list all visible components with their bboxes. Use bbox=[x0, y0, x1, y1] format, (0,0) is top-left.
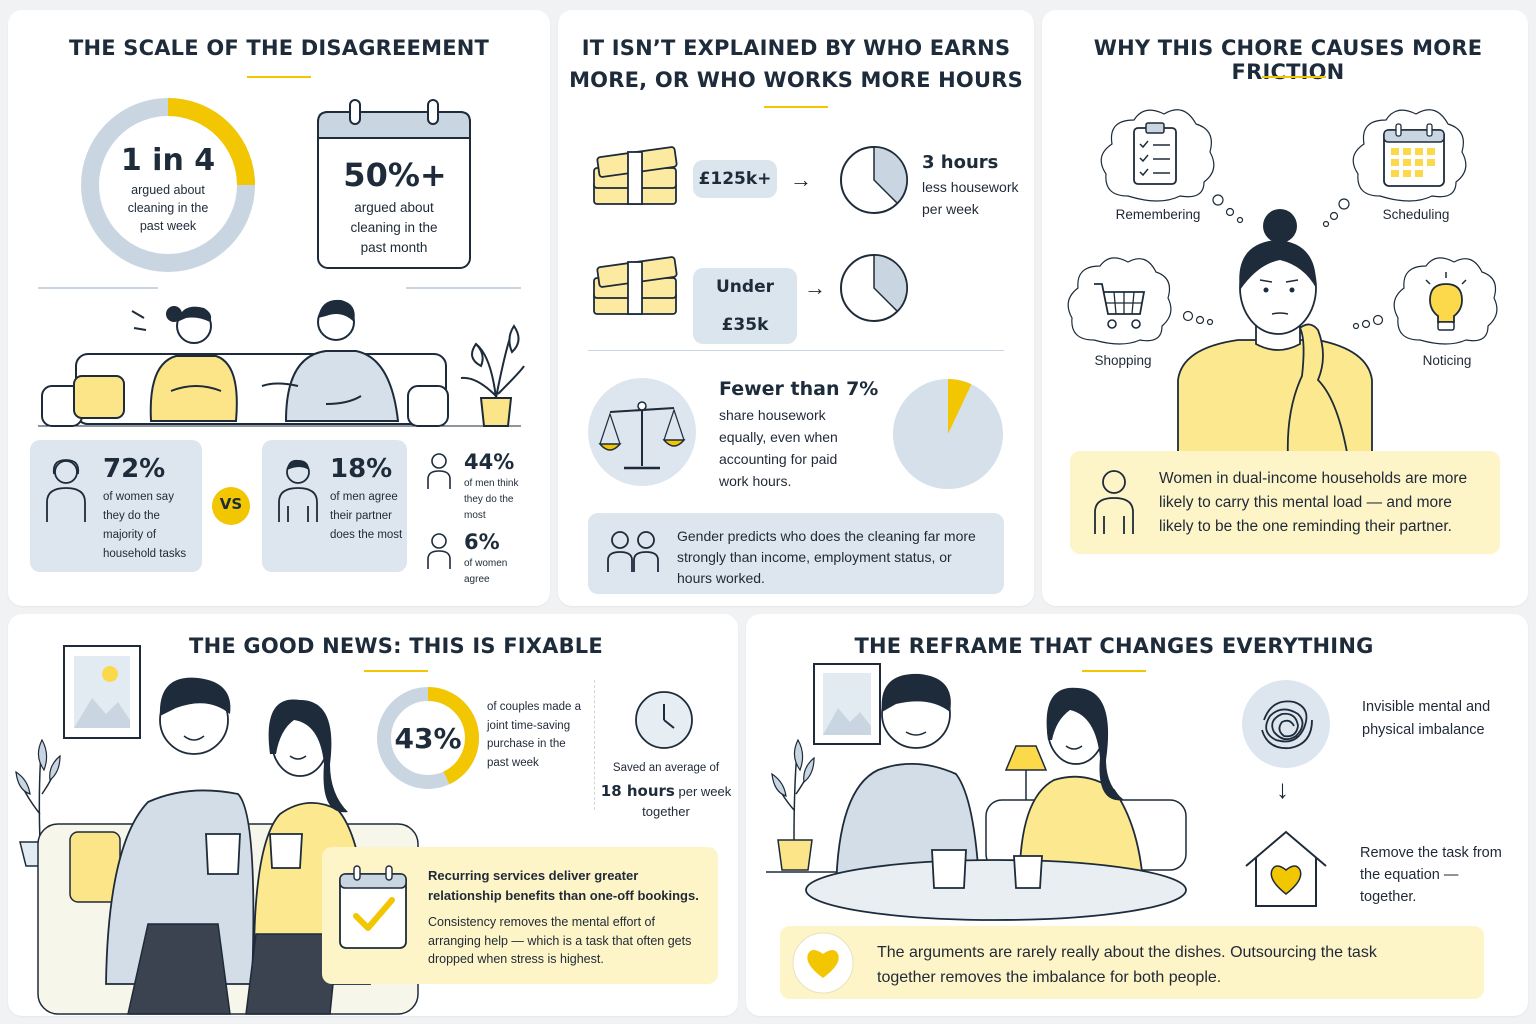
pie-slice-equal bbox=[948, 379, 972, 434]
man-icon bbox=[278, 459, 318, 522]
high-income-pill: £125k+ bbox=[693, 160, 777, 198]
mental-load-note: Women in dual-income households are more… bbox=[1159, 470, 1468, 535]
ring-fill bbox=[81, 98, 255, 272]
goodnews-panel: THE GOOD NEWS: THIS IS FIXABLE 43% of co… bbox=[8, 614, 738, 1016]
title-underline bbox=[364, 670, 428, 672]
house-heart-icon bbox=[1245, 830, 1327, 907]
saved-hours: 18 hours bbox=[600, 782, 675, 800]
ring-fill bbox=[377, 687, 479, 789]
clock-icon bbox=[635, 691, 693, 749]
calendar-icon bbox=[317, 99, 471, 269]
arrow-down-icon: ↓ bbox=[1276, 774, 1289, 804]
label-shopping: Shopping bbox=[1094, 353, 1152, 368]
saved-together: together bbox=[642, 804, 690, 819]
scale-panel: THE SCALE OF THE DISAGREEMENT 1 in 4 arg… bbox=[8, 10, 550, 606]
divider bbox=[588, 350, 1004, 351]
one-in-four-ring bbox=[81, 98, 255, 272]
recurring-card-title: Recurring services deliver greater relat… bbox=[428, 868, 699, 903]
label-remembering: Remembering bbox=[1115, 207, 1201, 222]
saved-suffix: per week bbox=[678, 784, 732, 799]
joint-purchase-pct: 43% bbox=[394, 722, 462, 755]
women-pct: 72% bbox=[103, 454, 166, 484]
calendar-desc: argued about cleaning in the past month bbox=[350, 200, 438, 255]
joint-purchase-ring bbox=[377, 687, 479, 789]
income-panel: IT ISN’T EXPLAINED BY WHO EARNS MORE, OR… bbox=[558, 10, 1034, 606]
thought-cloud-shopping bbox=[1067, 257, 1172, 345]
gender-note-card bbox=[588, 513, 1004, 594]
reframe-note: The arguments are rarely really about th… bbox=[877, 944, 1377, 986]
mental-load-note-card bbox=[1070, 451, 1500, 554]
men-pct: 18% bbox=[330, 454, 393, 484]
saved-prefix: Saved an average of bbox=[612, 762, 720, 774]
arguing-couple-illustration bbox=[38, 287, 525, 427]
arrow-right-icon: → bbox=[790, 167, 812, 192]
scales-icon bbox=[588, 378, 696, 486]
remove-task-text: Remove the task from the equation — toge… bbox=[1360, 845, 1502, 905]
men-stat-card bbox=[262, 440, 407, 572]
ring-desc: argued about cleaning in the past week bbox=[127, 183, 209, 233]
tangled-scribble-icon bbox=[1242, 680, 1330, 768]
calendar-icon bbox=[1383, 123, 1445, 187]
title-underline bbox=[1082, 670, 1146, 672]
title-underline bbox=[247, 76, 311, 78]
money-stack-icon bbox=[593, 146, 678, 205]
men-desc: of men agree their partner does the most bbox=[330, 491, 403, 541]
gender-note: Gender predicts who does the cleaning fa… bbox=[677, 528, 976, 586]
men-think-pct: 44% bbox=[464, 450, 515, 474]
title-underline bbox=[1262, 76, 1326, 78]
goodnews-title: THE GOOD NEWS: THIS IS FIXABLE bbox=[189, 634, 603, 658]
ring-value: 1 in 4 bbox=[120, 143, 216, 178]
friction-panel: WHY THIS CHORE CAUSES MORE FRICTION Reme… bbox=[1042, 10, 1528, 606]
clipboard-icon bbox=[1133, 122, 1177, 185]
calendar-value: 50%+ bbox=[343, 156, 447, 194]
saved-line: 18 hours per week bbox=[600, 782, 732, 800]
income-title-line2: MORE, OR WHO WORKS MORE HOURS bbox=[569, 68, 1023, 92]
clock-pie-low bbox=[840, 254, 908, 322]
divider bbox=[594, 680, 595, 810]
calendar-check-icon bbox=[339, 865, 407, 949]
friction-title: WHY THIS CHORE CAUSES MORE FRICTION bbox=[1093, 36, 1483, 84]
reframe-note-card bbox=[780, 926, 1484, 999]
man-small-icon bbox=[427, 453, 451, 489]
woman-small-icon bbox=[427, 533, 451, 569]
label-scheduling: Scheduling bbox=[1382, 207, 1450, 222]
men-think-desc: of men think they do the most bbox=[464, 478, 519, 521]
woman-icon bbox=[46, 459, 86, 522]
reframe-title: THE REFRAME THAT CHANGES EVERYTHING bbox=[854, 634, 1374, 658]
shopping-cart-icon bbox=[1094, 283, 1146, 329]
couple-table-illustration bbox=[766, 663, 1187, 921]
two-people-icon bbox=[607, 531, 659, 572]
vs-badge bbox=[212, 487, 250, 525]
label-noticing: Noticing bbox=[1422, 353, 1472, 368]
arrow-right-icon: → bbox=[804, 275, 826, 300]
women-agree-desc: of women agree bbox=[464, 558, 508, 585]
women-agree-pct: 6% bbox=[464, 530, 500, 554]
equal-share-pie bbox=[893, 379, 1003, 489]
fewer-value: Fewer than 7% bbox=[719, 378, 879, 400]
hours-value: 3 hours bbox=[922, 152, 999, 173]
women-desc: of women say they do the majority of hou… bbox=[103, 491, 187, 560]
reframe-panel: THE REFRAME THAT CHANGES EVERYTHING Invi… bbox=[746, 614, 1528, 1016]
clock-wedge-low bbox=[873, 254, 908, 313]
hours-desc: less housework per week bbox=[922, 179, 1019, 217]
scale-title: THE SCALE OF THE DISAGREEMENT bbox=[68, 36, 490, 60]
money-stack-icon bbox=[593, 256, 678, 315]
fewer-desc: share housework equally, even when accou… bbox=[719, 407, 838, 489]
clock-pie-high bbox=[840, 146, 908, 214]
recurring-card-body: Consistency removes the mental effort of… bbox=[428, 915, 692, 966]
clock-wedge-high bbox=[873, 146, 908, 205]
lightbulb-icon bbox=[1425, 272, 1467, 331]
title-underline bbox=[764, 106, 828, 108]
imbalance-text: Invisible mental and physical imbalance bbox=[1362, 699, 1491, 738]
person-icon bbox=[1094, 470, 1134, 534]
income-title-line1: IT ISN’T EXPLAINED BY WHO EARNS bbox=[581, 36, 1011, 60]
joint-purchase-desc: of couples made a joint time-saving purc… bbox=[487, 701, 581, 769]
low-income-pill: Under £35k bbox=[693, 268, 797, 344]
vs-text: VS bbox=[219, 495, 243, 513]
thinking-woman-illustration bbox=[1177, 194, 1384, 459]
heart-icon bbox=[792, 932, 854, 994]
